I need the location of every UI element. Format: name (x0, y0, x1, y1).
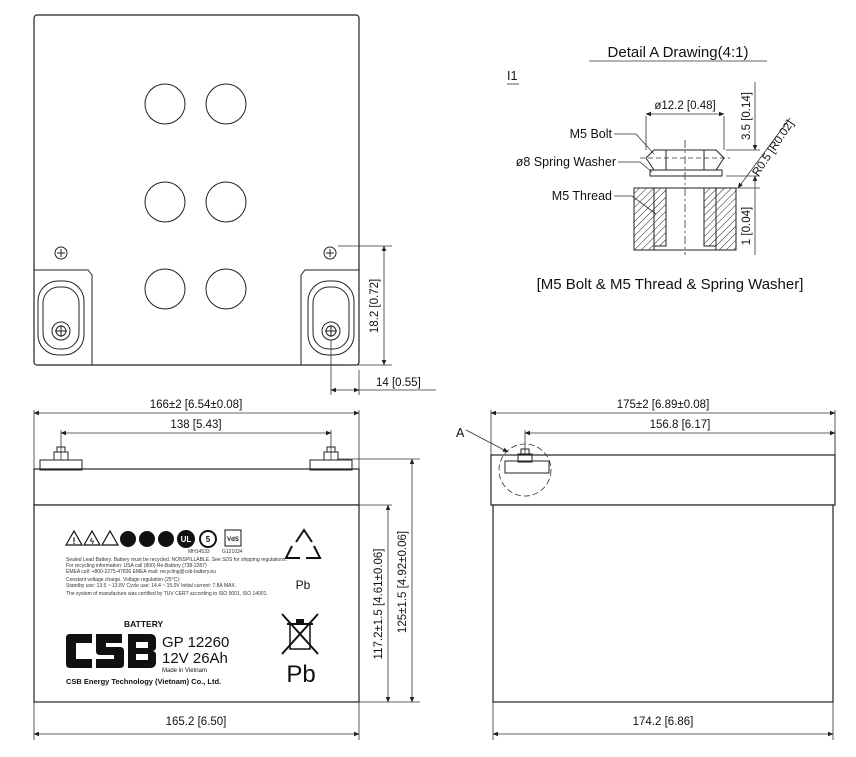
child-warning-icon (158, 531, 174, 547)
front-view: 166±2 [6.54±0.08] 138 [5.43] ! ϟ (33, 399, 420, 740)
side-terminal (504, 448, 550, 474)
thread-offset-label: 1 [0.04] (741, 207, 753, 245)
inner-width-dimension: 156.8 [6.17] (524, 419, 836, 460)
overall-width-label: 175±2 [6.89±0.08] (617, 399, 710, 411)
container-height-dimension: 117.2±1.5 [4.61±0.06] (359, 504, 420, 703)
bolt-diameter-dimension: ø12.2 [0.48] (645, 100, 725, 150)
fine-print-line: EMEA call: +800-2275-47836 EMEA mail: re… (66, 569, 216, 575)
bolt-height-dimension: 3.5 [0.14] (726, 82, 760, 200)
total-height-dimension: 125±1.5 [4.92±0.06] (338, 458, 420, 703)
detail-caption: [M5 Bolt & M5 Thread & Spring Washer] (537, 276, 804, 293)
vds-label: VdS (227, 537, 239, 543)
vent-caps (144, 83, 247, 310)
vds-mark-icon (224, 529, 242, 547)
container-width-label: 174.2 [6.86] (633, 716, 694, 728)
detail-a-circle (498, 443, 552, 497)
terminal-height-label: 18.2 [0.72] (369, 279, 381, 333)
warning-triangle-icon (64, 529, 84, 546)
vent-cap (144, 83, 186, 125)
top-view-right-step (300, 269, 359, 365)
terminal-spacing-dimension: 138 [5.43] (60, 419, 332, 460)
total-height-label: 125±1.5 [4.92±0.06] (397, 531, 409, 633)
warning-icons: ! ϟ UL 5 VdS (64, 529, 242, 548)
eye-protection-icon (139, 531, 155, 547)
company-name: CSB Energy Technology (Vietnam) Co., Ltd… (66, 677, 221, 686)
label-m5-thread: M5 Thread (552, 189, 612, 203)
overall-length-dimension: 166±2 [6.54±0.08] (33, 399, 360, 470)
corrosive-icon (100, 529, 120, 546)
origin-label: Made in Vietnam (162, 668, 207, 674)
container-length-dimension: 165.2 [6.50] (33, 702, 360, 740)
vent-cap (144, 268, 186, 310)
pb-small-label: Pb (296, 578, 311, 592)
overall-width-dimension: 175±2 [6.89±0.08] (490, 399, 836, 460)
detail-title: Detail A Drawing(4:1) (608, 44, 749, 61)
voltage-rating: 12V 26Ah (162, 650, 228, 667)
front-terminal-right (309, 446, 353, 471)
svg-text:UL: UL (181, 535, 192, 544)
top-view-left-step (34, 269, 93, 365)
terminal-offset-label: 14 [0.55] (376, 377, 421, 389)
csb-logo (66, 634, 156, 668)
svg-text:ϟ: ϟ (90, 537, 95, 546)
svg-text:!: ! (73, 536, 76, 546)
crossed-bin-icon (281, 613, 319, 655)
front-terminal-left (39, 446, 83, 471)
side-container (492, 504, 834, 703)
page-ref: I1 (507, 69, 517, 83)
container-width-dimension: 174.2 [6.86] (492, 702, 834, 740)
thread-offset-dimension: 1 [0.04] (736, 187, 760, 255)
fine-print-line: For recycling information: USA call (800… (66, 563, 207, 569)
cert-code-2: G121034 (222, 549, 243, 555)
detail-callouts: M5 Bolt ø8 Spring Washer M5 Thread (516, 127, 657, 215)
battery-word: BATTERY (124, 619, 164, 629)
vent-cap (205, 268, 247, 310)
fine-print-line: Constant voltage charge. Voltage regulat… (66, 577, 180, 583)
detail-a: Detail A Drawing(4:1) I1 ø12.2 [0.48] (507, 44, 803, 293)
svg-text:5: 5 (206, 535, 211, 544)
model-number: GP 12260 (162, 634, 229, 651)
bolt-height-label: 3.5 [0.14] (741, 92, 753, 140)
container-height-label: 117.2±1.5 [4.61±0.06] (373, 549, 385, 660)
recycle-five-icon (199, 530, 217, 548)
radius-label: R0.5 [R0.02] (750, 118, 796, 178)
label-spring-washer: ø8 Spring Washer (516, 155, 616, 169)
vent-cap (205, 83, 247, 125)
terminal-spacing-label: 138 [5.43] (170, 419, 221, 431)
polarity-plus-icon (323, 246, 337, 260)
battery-label: ! ϟ UL 5 VdS MH14533 G121034 Sealed Lead… (64, 528, 322, 688)
fine-print-line: Sealed Lead Battery. Battery must be rec… (66, 557, 287, 563)
fine-print-line: The system of manufacture was certified … (66, 591, 268, 597)
thread-block (633, 140, 737, 255)
vent-cap (205, 181, 247, 223)
fine-print: Sealed Lead Battery. Battery must be rec… (66, 557, 287, 597)
side-view: 175±2 [6.89±0.08] 156.8 [6.17] A 174.2 [… (456, 399, 836, 740)
container-length-label: 165.2 [6.50] (166, 716, 227, 728)
terminal-offset-dimension: 14 [0.55] (330, 340, 436, 395)
label-m5-bolt: M5 Bolt (570, 127, 613, 141)
ul-mark-icon (177, 530, 195, 548)
inner-width-label: 156.8 [6.17] (650, 419, 711, 431)
terminal-height-dimension: 18.2 [0.72] (338, 245, 392, 366)
top-view-outline (33, 14, 360, 366)
no-fire-icon (120, 531, 136, 547)
bolt-diameter-label: ø12.2 [0.48] (654, 100, 715, 112)
recycle-icon (284, 528, 322, 559)
side-lid (490, 454, 836, 506)
electric-hazard-icon (82, 529, 102, 546)
vent-cap (144, 181, 186, 223)
fine-print-line: Standby use: 13.5 ~ 13.8V Cycle use: 14.… (66, 583, 236, 589)
cert-code: MH14533 (188, 549, 210, 555)
top-view: 18.2 [0.72] 14 [0.55] (33, 14, 436, 395)
detail-a-marker: A (456, 426, 465, 440)
front-lid (33, 468, 360, 506)
polarity-minus-icon (54, 246, 68, 260)
overall-length-label: 166±2 [6.54±0.08] (150, 399, 243, 411)
terminal-left (37, 280, 85, 356)
pb-large-label: Pb (286, 661, 315, 688)
